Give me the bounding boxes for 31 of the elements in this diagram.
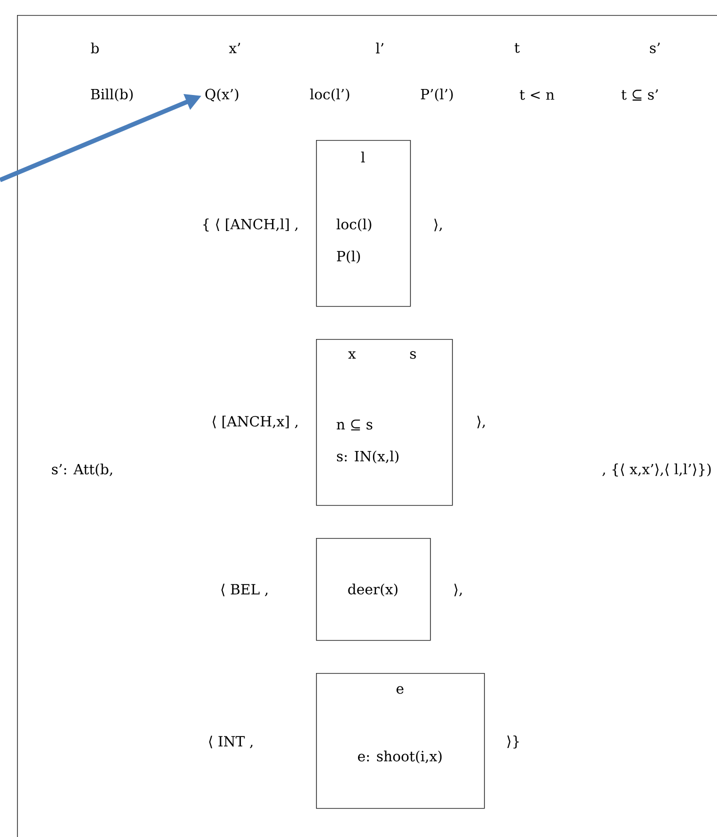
bracket-text: ⟩} <box>507 736 519 748</box>
condition-text: P’(l’) <box>420 88 453 102</box>
condition-text: P(l) <box>336 250 360 264</box>
condition-text: Bill(b) <box>90 88 133 102</box>
referent-text: x <box>348 351 356 359</box>
bracket-text: ⟨ INT , <box>209 736 252 748</box>
referent-text: l <box>361 152 365 162</box>
referent-text: s <box>410 351 416 359</box>
bracket-text: { ⟨ [ANCH,l] , <box>203 218 298 232</box>
referent-text: e <box>396 686 404 694</box>
bracket-text: ⟨ BEL , <box>221 584 268 596</box>
condition-text: t ⊆ s’ <box>621 89 658 101</box>
referent-text: x’ <box>229 42 240 54</box>
bracket-text: ⟩, <box>454 584 462 596</box>
referent-text: s’ <box>650 42 660 54</box>
bracket-text: , {⟨ x,x’⟩,⟨ l,l’⟩}) <box>602 464 711 476</box>
condition-text: loc(l) <box>336 218 372 232</box>
referent-text: l’ <box>376 42 384 54</box>
condition-text: t < n <box>520 90 554 100</box>
bracket-text: ⟩, <box>434 218 442 232</box>
referent-text: b <box>90 42 99 54</box>
condition-text: n ⊆ s <box>336 420 372 430</box>
bracket-text: ⟨ [ANCH,x] , <box>212 416 298 428</box>
condition-text: e: shoot(i,x) <box>358 750 442 764</box>
referent-text: t <box>514 43 520 53</box>
bracket-text: ⟩, <box>477 416 485 428</box>
condition-text: loc(l’) <box>310 88 350 102</box>
condition-text: deer(x) <box>348 584 398 596</box>
condition-text: Q(x’) <box>205 88 238 102</box>
formula-text: s’: Att(b, <box>52 464 112 476</box>
condition-text: s: IN(x,l) <box>337 450 398 464</box>
